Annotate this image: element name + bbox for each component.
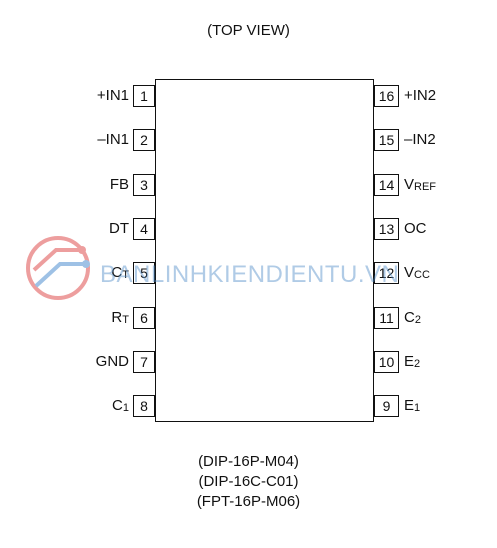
pin-label-3: FB (49, 174, 129, 196)
pin-label-main: E (404, 353, 415, 370)
package-list: (DIP-16P-M04) (DIP-16C-C01) (FPT-16P-M06… (0, 452, 497, 512)
package-name: (DIP-16C-C01) (198, 473, 299, 490)
pin-label-subscript: T (122, 314, 129, 326)
pin-label-11: C2 (404, 307, 484, 331)
pin-label-main: C (111, 264, 123, 281)
pin-number-2: 2 (133, 129, 155, 151)
pin-label-main: E (404, 397, 415, 414)
pin-label-main: OC (404, 220, 427, 237)
pin-label-15: –IN2 (404, 129, 484, 151)
pin-label-9: E1 (404, 395, 484, 419)
pin-label-10: E2 (404, 351, 484, 375)
pin-number-10: 10 (374, 351, 399, 373)
pin-label-main: V (404, 176, 415, 193)
pin-label-subscript: 1 (414, 402, 421, 414)
pin-label-main: GND (95, 353, 129, 370)
pin-label-4: DT (49, 218, 129, 240)
pin-label-subscript: T (122, 269, 129, 281)
pin-number-16: 16 (374, 85, 399, 107)
pin-label-subscript: 2 (414, 358, 421, 370)
pin-label-1: +IN1 (49, 85, 129, 107)
pin-label-main: C (112, 397, 123, 414)
view-title: (TOP VIEW) (207, 22, 290, 39)
pin-label-13: OC (404, 218, 484, 240)
pin-label-6: RT (49, 307, 129, 331)
pin-label-subscript: 2 (414, 314, 421, 326)
pin-number-15: 15 (374, 129, 399, 151)
pin-label-main: –IN1 (97, 131, 129, 148)
pin-label-main: V (404, 264, 415, 281)
pin-label-14: VREF (404, 174, 484, 198)
pin-number-5: 5 (133, 262, 155, 284)
pin-number-8: 8 (133, 395, 155, 417)
pin-label-5: CT (49, 262, 129, 286)
pin-label-main: +IN1 (96, 87, 129, 104)
pin-number-9: 9 (374, 395, 399, 417)
pin-label-main: C (404, 309, 415, 326)
pin-label-8: C1 (49, 395, 129, 419)
package-name: (DIP-16P-M04) (198, 453, 299, 470)
pin-number-3: 3 (133, 174, 155, 196)
pin-number-12: 12 (374, 262, 399, 284)
pin-label-main: DT (109, 220, 129, 237)
pin-number-13: 13 (374, 218, 399, 240)
pin-number-6: 6 (133, 307, 155, 329)
pin-label-subscript: 1 (122, 402, 129, 414)
pin-label-main: FB (109, 176, 129, 193)
pin-label-main: R (111, 309, 123, 326)
pin-label-subscript: CC (414, 269, 430, 281)
pin-label-12: VCC (404, 262, 484, 286)
pin-label-2: –IN1 (49, 129, 129, 151)
pin-number-7: 7 (133, 351, 155, 373)
package-name: (FPT-16P-M06) (196, 493, 301, 510)
pin-label-subscript: REF (414, 181, 437, 193)
pin-label-16: +IN2 (404, 85, 484, 107)
ic-package-outline (155, 79, 374, 422)
pin-number-4: 4 (133, 218, 155, 240)
pin-label-7: GND (49, 351, 129, 373)
pin-number-1: 1 (133, 85, 155, 107)
pin-number-11: 11 (374, 307, 399, 329)
pin-label-main: –IN2 (404, 131, 436, 148)
pin-number-14: 14 (374, 174, 399, 196)
pin-label-main: +IN2 (404, 87, 437, 104)
